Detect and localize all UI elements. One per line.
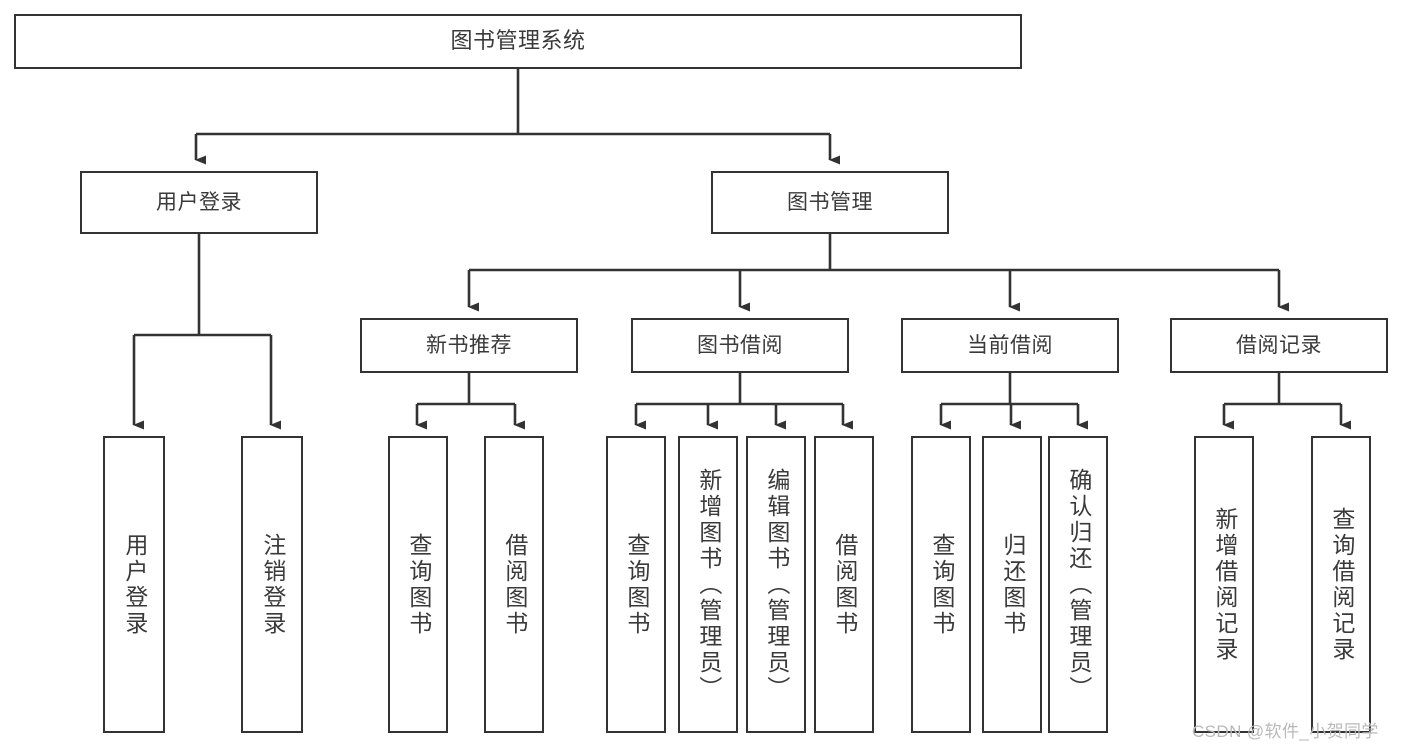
node-label: 查询借阅记录 <box>1328 506 1355 663</box>
node-leaf-borrow-book-2[interactable]: 借阅图书 <box>814 436 874 733</box>
node-user-login[interactable]: 用户登录 <box>80 171 318 234</box>
node-label: 用户登录 <box>121 532 148 637</box>
node-book-management-system[interactable]: 图书管理系统 <box>14 14 1022 69</box>
node-label: 新增借阅记录 <box>1211 506 1238 663</box>
node-label: 图书管理系统 <box>450 28 586 54</box>
node-new-book-recommend[interactable]: 新书推荐 <box>360 318 578 373</box>
node-current-borrow[interactable]: 当前借阅 <box>901 318 1119 373</box>
watermark-text: CSDN @软件_小贺同学 <box>1192 722 1379 741</box>
node-leaf-query-book-3[interactable]: 查询图书 <box>911 436 971 733</box>
node-label: 借阅记录 <box>1236 333 1322 357</box>
node-label: 新书推荐 <box>426 333 512 357</box>
node-leaf-query-book-1[interactable]: 查询图书 <box>388 436 448 733</box>
node-leaf-user-login[interactable]: 用户登录 <box>103 436 165 733</box>
node-label: 借阅图书 <box>831 532 858 637</box>
node-label: 新增图书（管理员） <box>695 467 722 702</box>
node-label: 查询图书 <box>928 532 955 637</box>
node-leaf-add-record[interactable]: 新增借阅记录 <box>1194 436 1254 733</box>
node-label: 编辑图书（管理员） <box>763 467 790 702</box>
node-leaf-query-record[interactable]: 查询借阅记录 <box>1311 436 1371 733</box>
node-book-borrow[interactable]: 图书借阅 <box>631 318 849 373</box>
node-label: 归还图书 <box>999 532 1026 637</box>
node-leaf-logout-login[interactable]: 注销登录 <box>241 436 303 733</box>
node-label: 注销登录 <box>259 532 286 637</box>
node-book-management[interactable]: 图书管理 <box>711 171 949 234</box>
node-borrow-record[interactable]: 借阅记录 <box>1170 318 1388 373</box>
node-label: 用户登录 <box>156 190 242 214</box>
node-label: 查询图书 <box>405 532 432 637</box>
node-label: 查询图书 <box>623 532 650 637</box>
node-label: 图书借阅 <box>697 333 783 357</box>
node-leaf-add-book[interactable]: 新增图书（管理员） <box>678 436 738 733</box>
node-leaf-query-book-2[interactable]: 查询图书 <box>606 436 666 733</box>
node-leaf-edit-book[interactable]: 编辑图书（管理员） <box>746 436 806 733</box>
node-label: 借阅图书 <box>501 532 528 637</box>
node-leaf-confirm-return[interactable]: 确认归还（管理员） <box>1048 436 1108 733</box>
node-leaf-return-book[interactable]: 归还图书 <box>982 436 1042 733</box>
node-leaf-borrow-book-1[interactable]: 借阅图书 <box>484 436 544 733</box>
node-label: 当前借阅 <box>967 333 1053 357</box>
node-label: 图书管理 <box>787 190 873 214</box>
node-label: 确认归还（管理员） <box>1065 467 1092 702</box>
